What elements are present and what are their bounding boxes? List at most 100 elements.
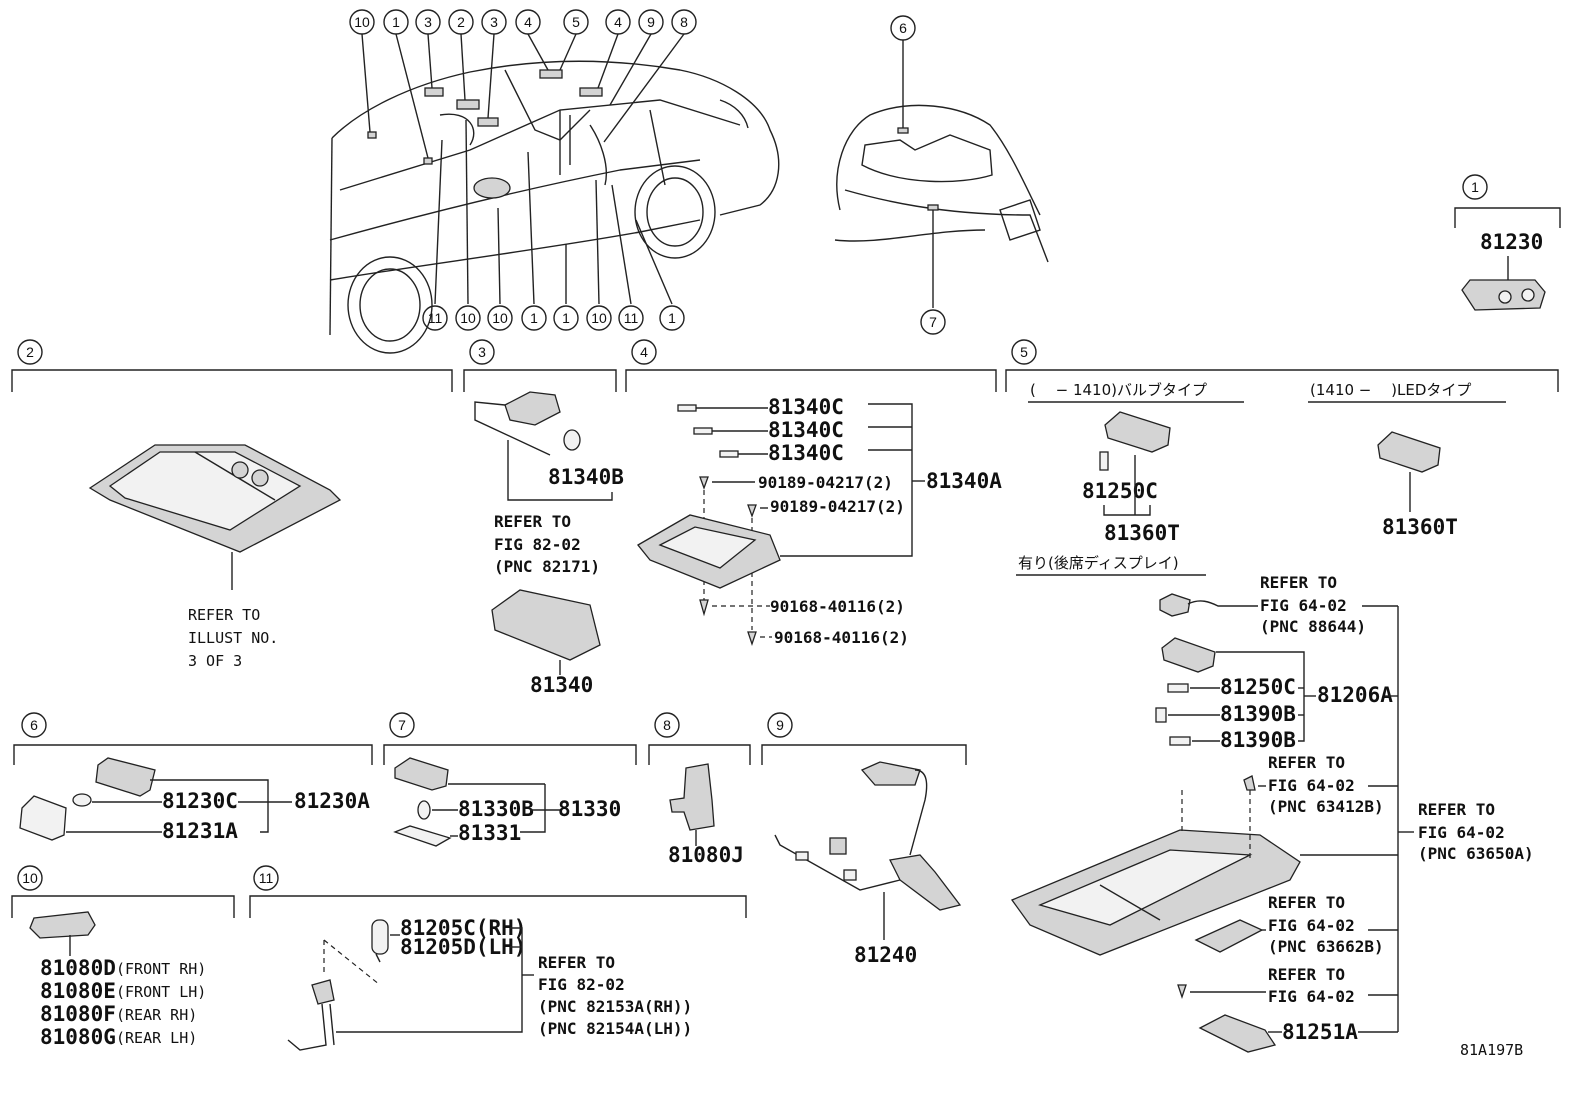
svg-text:5: 5: [572, 14, 580, 30]
svg-text:3: 3: [490, 14, 498, 30]
refer-fig-label: FIG 64-02: [1418, 823, 1505, 842]
svg-text:3: 3: [424, 14, 432, 30]
part-81231a: 81231A: [162, 819, 238, 843]
bulb-81340c-part: [693, 427, 713, 435]
refer-pnc-label: (PNC 63412B): [1268, 797, 1384, 816]
refer-fig-label: FIG 64-02: [1268, 916, 1355, 935]
callout-circle: 3: [481, 9, 507, 35]
svg-text:11: 11: [624, 310, 639, 326]
svg-text:7: 7: [929, 314, 937, 330]
section-7: 7 81330B 81331 81330: [383, 712, 637, 847]
note-front-lh: (FRONT LH): [116, 983, 206, 1001]
bulb-81340c-part: [719, 450, 739, 458]
part-81080e: 81080E: [40, 979, 116, 1003]
part-81360t: 81360T: [1104, 521, 1180, 545]
section-number-9: 9: [767, 712, 793, 738]
refer-pnc-lh-label: (PNC 82154A(LH)): [538, 1019, 692, 1038]
svg-text:8: 8: [680, 14, 688, 30]
socket-part: [311, 979, 335, 1005]
part-81080f: 81080F: [40, 1002, 116, 1026]
part-81205c: 81205C(RH): [400, 916, 526, 940]
svg-text:6: 6: [30, 717, 38, 733]
part-81330: 81330: [558, 797, 621, 821]
callout-circle: 1: [659, 305, 685, 331]
svg-text:7: 7: [398, 717, 406, 733]
section-number-5: 5: [1011, 339, 1037, 365]
refer-pnc-rh-label: (PNC 82153A(RH)): [538, 997, 692, 1016]
refer-to-label: REFER TO: [1268, 965, 1345, 984]
svg-text:4: 4: [640, 344, 648, 360]
section-number-11: 11: [253, 865, 279, 891]
svg-text:10: 10: [492, 310, 508, 326]
part-81230: 81230: [1480, 230, 1543, 254]
lamp-81206a-part: [1161, 637, 1216, 673]
svg-text:10: 10: [354, 14, 370, 30]
clip-part: [699, 476, 709, 490]
bulb-81340c-part: [677, 404, 697, 412]
callout-circle: 5: [563, 9, 589, 35]
bulb-81230c-part: [72, 793, 92, 807]
display-note-label: 有り(後席ディスプレイ): [1018, 554, 1179, 572]
callout-circle: 11: [618, 305, 644, 331]
svg-text:4: 4: [614, 14, 622, 30]
part-81205d: 81205D(LH): [400, 935, 526, 959]
part-81330b: 81330B: [458, 797, 534, 821]
callout-circle: 1: [553, 305, 579, 331]
svg-text:4: 4: [524, 14, 532, 30]
callout-circle: 10: [487, 305, 513, 331]
part-81080j: 81080J: [668, 843, 744, 867]
callout-circle: 2: [448, 9, 474, 35]
svg-text:1: 1: [562, 310, 570, 326]
svg-text:8: 8: [663, 717, 671, 733]
socket-part: [504, 391, 561, 426]
bulb-type-label: ( − 1410)バルブタイプ: [1030, 381, 1207, 399]
section-number-6: 6: [21, 712, 47, 738]
refer-fig-label: FIG 82-02: [538, 975, 625, 994]
section-6: 6 81230C 81231A 81230A: [13, 712, 373, 843]
callout-circle: 10: [586, 305, 612, 331]
section-8: 8 81080J: [648, 712, 751, 867]
cover-81251a-part: [1198, 1014, 1277, 1053]
svg-text:2: 2: [26, 344, 34, 360]
part-81340c: 81340C: [768, 441, 844, 465]
callout-circle: 9: [638, 9, 664, 35]
section-number-10: 10: [17, 865, 43, 891]
refer-fig-label: FIG 82-02: [494, 535, 581, 554]
svg-text:2: 2: [457, 14, 465, 30]
note-front-rh: (FRONT RH): [116, 960, 206, 978]
part-81340c: 81340C: [768, 395, 844, 419]
section-number-1: 1: [1462, 174, 1488, 200]
refer-page-label: 3 OF 3: [188, 652, 242, 670]
bulb-81390b-part: [1169, 736, 1191, 746]
mount-part: [889, 854, 962, 911]
part-81080d: 81080D: [40, 956, 116, 980]
callout-circle: 1: [383, 9, 409, 35]
section-3: 3 81340B REFER TO FIG 82-02 (PNC 82171) …: [463, 339, 624, 697]
svg-text:9: 9: [647, 14, 655, 30]
svg-text:3: 3: [478, 344, 486, 360]
bulb-81250c-part: [1167, 683, 1189, 693]
callout-circle: 4: [515, 9, 541, 35]
led-type-label: (1410 − )LEDタイプ: [1310, 381, 1471, 399]
refer-fig-label: FIG 64-02: [1268, 776, 1355, 795]
refer-pnc-label: (PNC 88644): [1260, 617, 1366, 636]
callout-circle: 10: [349, 9, 375, 35]
refer-pnc-label: (PNC 63650A): [1418, 844, 1534, 863]
section-1: 1 81230: [1454, 174, 1561, 311]
bulb-81250c-part: [1099, 451, 1109, 471]
svg-text:11: 11: [428, 310, 443, 326]
callout-circle: 3: [415, 9, 441, 35]
refer-to-label: REFER TO: [494, 512, 571, 531]
part-90189-04217: 90189-04217(2): [758, 473, 893, 492]
refer-illust-label: ILLUST NO.: [188, 629, 278, 647]
svg-text:5: 5: [1020, 344, 1028, 360]
part-81230a: 81230A: [294, 789, 370, 813]
part-81360t: 81360T: [1382, 515, 1458, 539]
screw-part: [747, 631, 757, 647]
clip-part: [1243, 775, 1256, 791]
svg-text:1: 1: [668, 310, 676, 326]
section-11: 11 81205C(RH) 81205D(LH) REFER TO FIG 82…: [249, 865, 747, 1051]
section-number-8: 8: [654, 712, 680, 738]
section-number-4: 4: [631, 339, 657, 365]
